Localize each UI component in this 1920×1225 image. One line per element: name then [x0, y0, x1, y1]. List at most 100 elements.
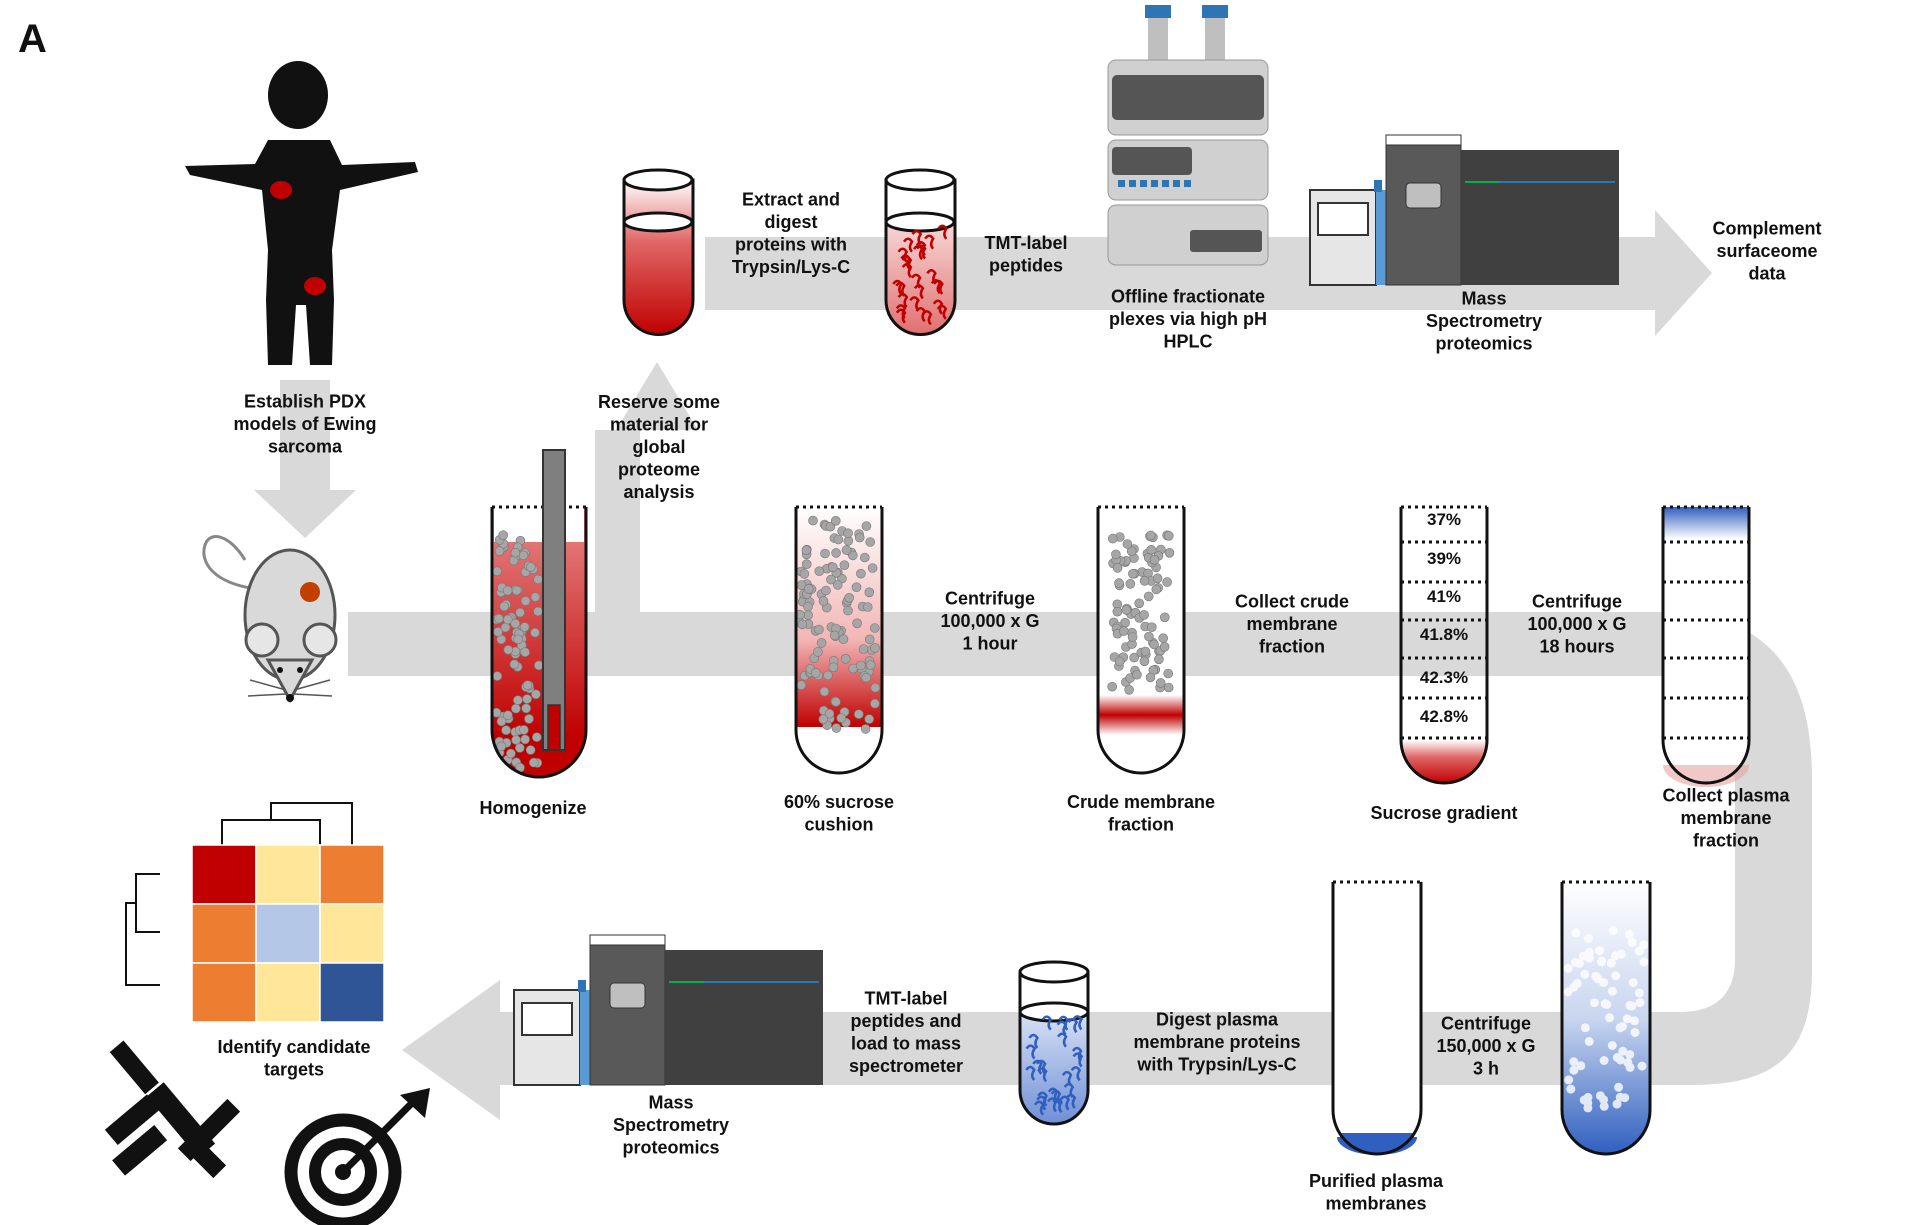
label-sucrose-gradient-line-1: Sucrose gradient	[1370, 803, 1517, 823]
label-collect-crude-line-2: membrane	[1246, 614, 1337, 634]
label-purified-line-2: membranes	[1325, 1193, 1426, 1213]
label-crude-membrane-line-2: fraction	[1108, 814, 1174, 834]
particle-dot	[870, 643, 880, 653]
label-tmt-label-bottom-line-3: load to mass	[851, 1033, 961, 1053]
particle-dot	[528, 757, 539, 768]
particle-dot	[1112, 606, 1123, 617]
test-tube-icon	[1560, 880, 1652, 1156]
peptide-squiggle	[1072, 1015, 1083, 1031]
particle-dot	[1637, 1061, 1647, 1071]
particle-dot	[1569, 1065, 1579, 1075]
heatmap-cell	[255, 962, 321, 1023]
particle-dot	[1126, 546, 1137, 557]
label-tmt-label-bottom-line-4: spectrometer	[849, 1056, 963, 1076]
particle-dot	[515, 607, 525, 618]
label-complement-line-2: surfaceome	[1716, 241, 1817, 261]
particle-dot	[531, 689, 541, 700]
label-collect-plasma-line-3: fraction	[1693, 831, 1759, 851]
particle-dot	[828, 662, 839, 673]
particle-dot	[1595, 946, 1604, 956]
heatmap-cell	[255, 844, 321, 905]
particle-dot	[1628, 978, 1638, 988]
particle-dot	[533, 660, 544, 671]
particle-dot	[801, 545, 812, 556]
particle-dot	[1139, 575, 1150, 586]
particle-dot	[1147, 622, 1157, 633]
label-establish-pdx-line-2: models of Ewing	[233, 414, 376, 434]
label-purified-line-1: Purified plasma	[1309, 1171, 1444, 1191]
particle-dot	[836, 713, 847, 723]
target-icon	[284, 1088, 430, 1225]
particle-dot	[859, 552, 870, 563]
particle-dot	[1569, 1057, 1579, 1067]
particle-dot	[1114, 578, 1124, 588]
particle-dot	[814, 566, 825, 577]
peptide-squiggle	[1057, 1032, 1068, 1048]
peptide-squiggle	[901, 262, 913, 279]
particle-dot	[1635, 998, 1645, 1008]
label-extract-digest-line-4: Trypsin/Lys-C	[732, 257, 850, 277]
particle-dot	[796, 609, 805, 620]
particle-dot	[869, 623, 880, 633]
particle-dot	[870, 698, 880, 709]
particle-dot	[1627, 1001, 1637, 1011]
label-centrifuge-1-line-1: Centrifuge	[945, 589, 1035, 609]
particle-dot	[803, 610, 813, 621]
fraction-indicator	[1151, 180, 1158, 187]
peptide-squiggle	[1061, 1070, 1073, 1087]
heatmap-cell	[319, 844, 385, 905]
particle-dot	[524, 714, 534, 724]
particle-dot	[493, 627, 503, 637]
peptide-squiggle	[926, 269, 937, 285]
particle-dot	[530, 592, 541, 602]
particle-dot	[1128, 568, 1138, 579]
particle-dot	[503, 710, 513, 721]
peptide-squiggle	[897, 292, 909, 309]
gradient-pct-6: 42.8%	[1420, 707, 1468, 726]
particle-dot	[533, 574, 543, 585]
particle-dot	[818, 596, 829, 606]
particle-dot	[1576, 1061, 1586, 1071]
particle-dot	[855, 660, 866, 671]
panel-label: A	[18, 17, 47, 61]
label-centrifuge-1-line-2: 100,000 x G	[940, 611, 1039, 631]
label-mass-spec-top-line-3: proteomics	[1435, 334, 1532, 354]
particle-dot	[514, 743, 525, 753]
particle-dot	[525, 562, 536, 572]
particle-dot	[1639, 940, 1649, 950]
particle-dot	[513, 634, 523, 645]
particle-dot	[1163, 668, 1173, 679]
peptide-squiggle	[892, 279, 903, 295]
particle-dot	[1145, 672, 1156, 683]
particle-dot	[843, 605, 853, 616]
particle-dot	[509, 659, 520, 670]
particle-dot	[1160, 612, 1170, 623]
particle-dot	[821, 585, 831, 596]
particle-dot	[501, 725, 511, 736]
particle-dot	[833, 534, 844, 545]
particle-dot	[1574, 959, 1584, 968]
particle-dot	[492, 707, 502, 718]
particle-dot	[1607, 986, 1617, 996]
label-centrifuge-2-line-3: 18 hours	[1539, 637, 1614, 657]
particle-dot	[858, 644, 869, 654]
particle-dot	[870, 682, 881, 693]
label-reserve-line-1: Reserve some	[598, 392, 720, 412]
particle-dot	[803, 584, 814, 594]
particle-dot	[847, 550, 858, 561]
gradient-pct-4: 41.8%	[1420, 625, 1468, 644]
particle-dot	[1611, 951, 1621, 961]
heatmap-cell	[319, 903, 385, 964]
test-tube-icon	[794, 505, 884, 775]
label-mass-spec-bottom-line-3: proteomics	[622, 1138, 719, 1158]
particle-dot	[492, 671, 503, 681]
particle-dot	[803, 601, 813, 612]
label-mass-spec-bottom-line-1: Mass	[648, 1093, 693, 1113]
particle-dot	[1122, 539, 1133, 549]
mass-spectrometer-icon	[513, 934, 823, 1086]
gradient-pct-3: 41%	[1427, 587, 1461, 606]
peptide-squiggle	[937, 224, 948, 240]
heatmap-icon	[125, 802, 385, 1023]
